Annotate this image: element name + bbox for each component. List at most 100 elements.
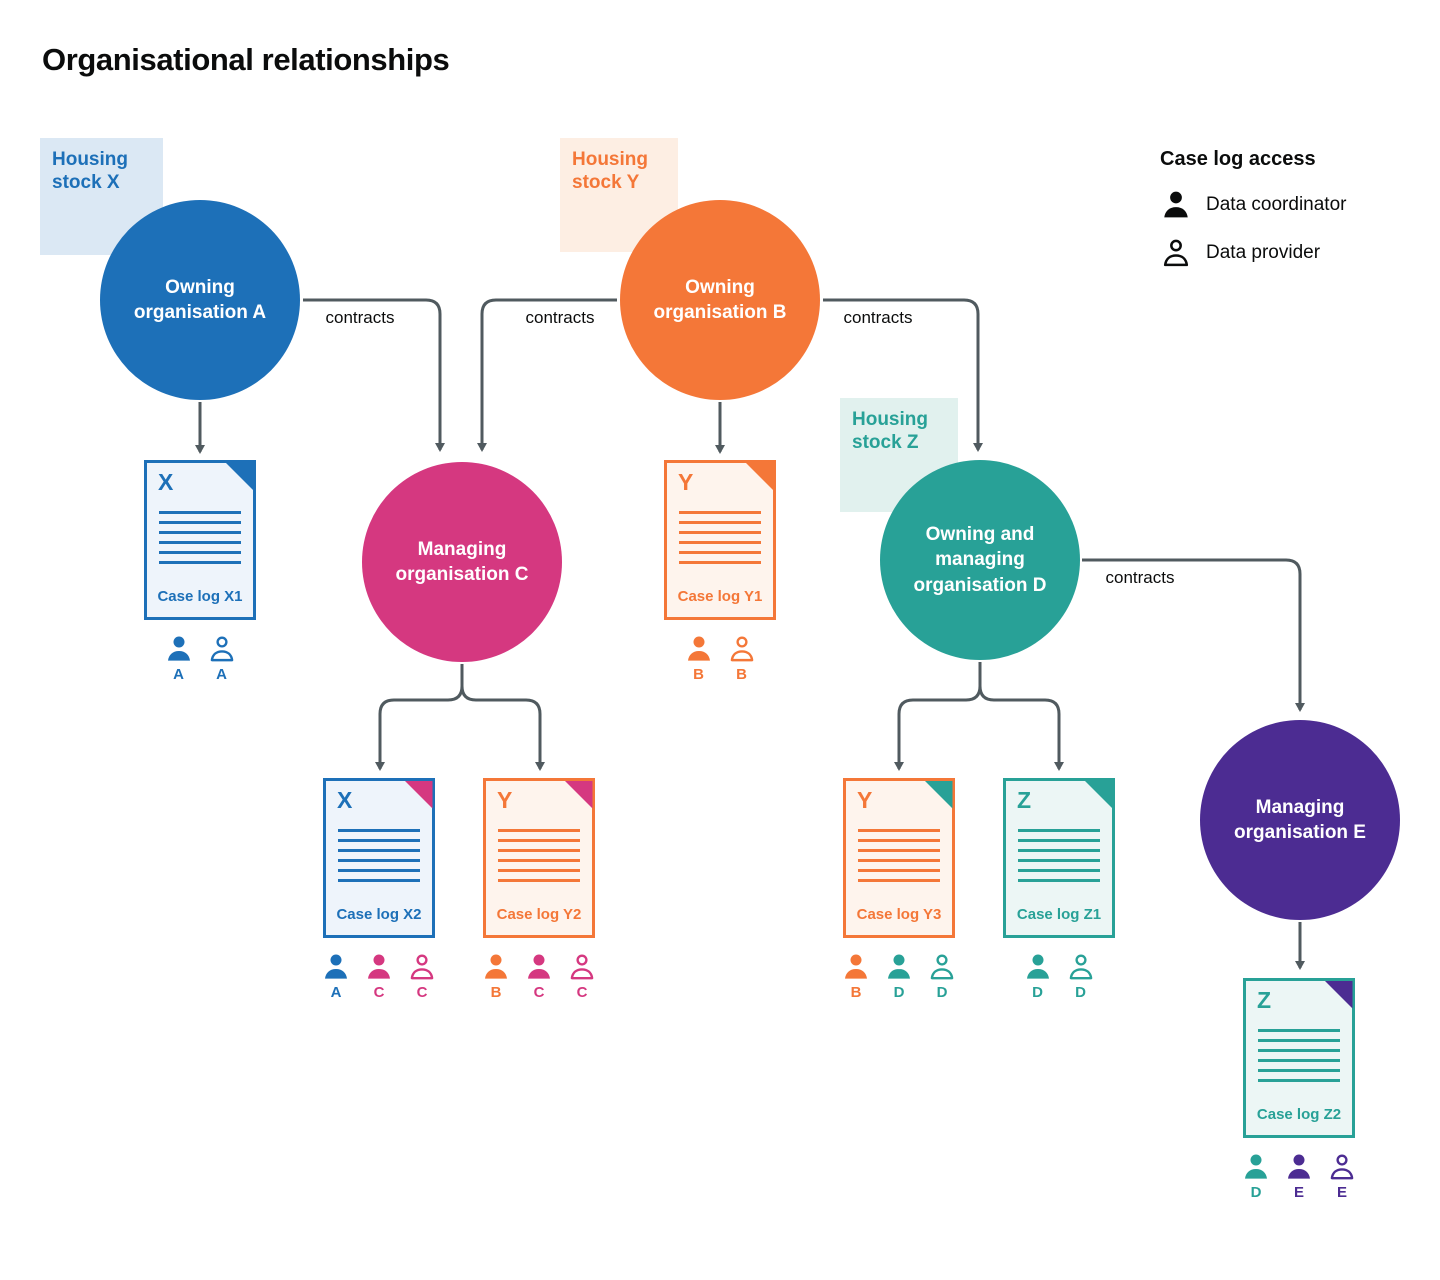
- org-c-label: Managing organisation C: [395, 538, 529, 585]
- data-provider-icon: D: [927, 952, 957, 1001]
- document-text-lines: [858, 829, 940, 882]
- folded-corner-icon: [404, 780, 433, 809]
- org-b-circle: Owning organisation B: [620, 200, 820, 400]
- org-e-circle: Managing organisation E: [1200, 720, 1400, 920]
- org-e-label: Managing organisation E: [1234, 796, 1366, 843]
- stock-letter: Z: [1017, 787, 1032, 813]
- data-coordinator-icon: C: [364, 952, 394, 1001]
- case-log-y1-access: B B: [640, 634, 800, 683]
- stock-letter: Y: [857, 787, 873, 813]
- person-outline-icon: [1160, 237, 1192, 269]
- stock-letter: X: [337, 787, 353, 813]
- data-coordinator-icon: C: [524, 952, 554, 1001]
- case-log-label: Case log X1: [157, 588, 243, 605]
- arrow-d-to-caselog-y3: [894, 662, 982, 771]
- access-org-letter: C: [416, 984, 428, 1001]
- access-org-letter: E: [1336, 1184, 1347, 1201]
- folded-corner-icon: [225, 462, 254, 491]
- access-org-letter: A: [330, 984, 342, 1001]
- data-coordinator-icon: B: [841, 952, 871, 1001]
- access-org-letter: A: [216, 666, 227, 683]
- case-log-label: Case log Z1: [1016, 906, 1102, 923]
- document-text-lines: [1258, 1029, 1340, 1082]
- case-log-y2-access: B C C: [459, 952, 619, 1001]
- legend-title: Case log access: [1160, 148, 1316, 170]
- legend-item-data-provider: Data provider: [1160, 237, 1346, 269]
- legend: Case log access Data coordinator Data pr…: [1160, 148, 1346, 285]
- stock-letter: X: [158, 469, 174, 495]
- arrow-d-to-caselog-z1: [978, 662, 1064, 771]
- person-filled-icon: [1160, 189, 1192, 221]
- access-org-letter: D: [1075, 984, 1086, 1001]
- access-org-letter: C: [373, 984, 385, 1001]
- page-title: Organisational relationships: [42, 42, 450, 77]
- housing-stock-x-label: Housing stock X: [40, 138, 163, 255]
- case-log-y1-document: Y Case log Y1: [664, 460, 776, 620]
- access-org-letter: D: [1032, 984, 1043, 1001]
- contracts-label-a-c: contracts: [325, 308, 395, 327]
- access-org-letter: B: [490, 984, 502, 1001]
- access-org-letter: E: [1293, 1184, 1304, 1201]
- case-log-y3-access: B D D: [819, 952, 979, 1001]
- case-log-z2-access: D E E: [1219, 1152, 1379, 1201]
- access-org-letter: D: [1250, 1184, 1262, 1201]
- case-log-x1-access: A A: [120, 634, 280, 683]
- case-log-y2-document: Y Case log Y2: [483, 778, 595, 938]
- data-provider-icon: B: [727, 634, 757, 683]
- case-log-x2-access: A C C: [299, 952, 459, 1001]
- access-org-letter: B: [693, 666, 704, 683]
- stock-letter: Z: [1257, 987, 1272, 1013]
- access-org-letter: D: [893, 984, 905, 1001]
- data-coordinator-icon: E: [1284, 1152, 1314, 1201]
- arrow-c-to-caselog-x2: [375, 664, 464, 771]
- case-log-z2-document: Z Case log Z2: [1243, 978, 1355, 1138]
- stock-letter: Y: [678, 469, 694, 495]
- data-provider-icon: A: [207, 634, 237, 683]
- data-coordinator-icon: A: [164, 634, 194, 683]
- case-log-y3-document: Y Case log Y3: [843, 778, 955, 938]
- case-log-z1-access: D D: [979, 952, 1139, 1001]
- document-text-lines: [338, 829, 420, 882]
- case-log-x2-document: X Case log X2: [323, 778, 435, 938]
- case-log-label: Case log Y3: [856, 906, 942, 923]
- document-text-lines: [679, 511, 761, 564]
- arrow-c-to-caselog-y2: [460, 664, 545, 771]
- document-text-lines: [159, 511, 241, 564]
- case-log-label: Case log Y2: [496, 906, 582, 923]
- folded-corner-icon: [745, 462, 774, 491]
- legend-item-label: Data coordinator: [1206, 194, 1347, 215]
- folded-corner-icon: [924, 780, 953, 809]
- access-org-letter: D: [936, 984, 948, 1001]
- document-text-lines: [1018, 829, 1100, 882]
- data-coordinator-icon: B: [684, 634, 714, 683]
- access-org-letter: C: [576, 984, 588, 1001]
- folded-corner-icon: [564, 780, 593, 809]
- data-coordinator-icon: A: [321, 952, 351, 1001]
- data-coordinator-icon: D: [884, 952, 914, 1001]
- case-log-label: Case log X2: [336, 906, 422, 923]
- folded-corner-icon: [1324, 980, 1353, 1009]
- case-log-z1-document: Z Case log Z1: [1003, 778, 1115, 938]
- legend-item-data-coordinator: Data coordinator: [1160, 189, 1346, 221]
- data-provider-icon: C: [407, 952, 437, 1001]
- org-a-label: Owning organisation A: [133, 276, 267, 323]
- access-org-letter: A: [173, 666, 184, 683]
- access-org-letter: B: [850, 984, 862, 1001]
- data-coordinator-icon: D: [1023, 952, 1053, 1001]
- org-d-label: Owning and managing organisation D: [913, 524, 1047, 596]
- document-text-lines: [498, 829, 580, 882]
- access-org-letter: B: [736, 666, 747, 683]
- data-provider-icon: C: [567, 952, 597, 1001]
- org-b-label: Owning organisation B: [653, 276, 787, 323]
- case-log-label: Case log Z2: [1256, 1106, 1342, 1123]
- data-coordinator-icon: D: [1241, 1152, 1271, 1201]
- folded-corner-icon: [1084, 780, 1113, 809]
- stock-letter: Y: [497, 787, 513, 813]
- contracts-label-b-d: contracts: [843, 308, 913, 327]
- data-provider-icon: E: [1327, 1152, 1357, 1201]
- contracts-label-b-c: contracts: [525, 308, 595, 327]
- data-coordinator-icon: B: [481, 952, 511, 1001]
- contracts-label-d-e: contracts: [1105, 568, 1175, 587]
- case-log-x1-document: X Case log X1: [144, 460, 256, 620]
